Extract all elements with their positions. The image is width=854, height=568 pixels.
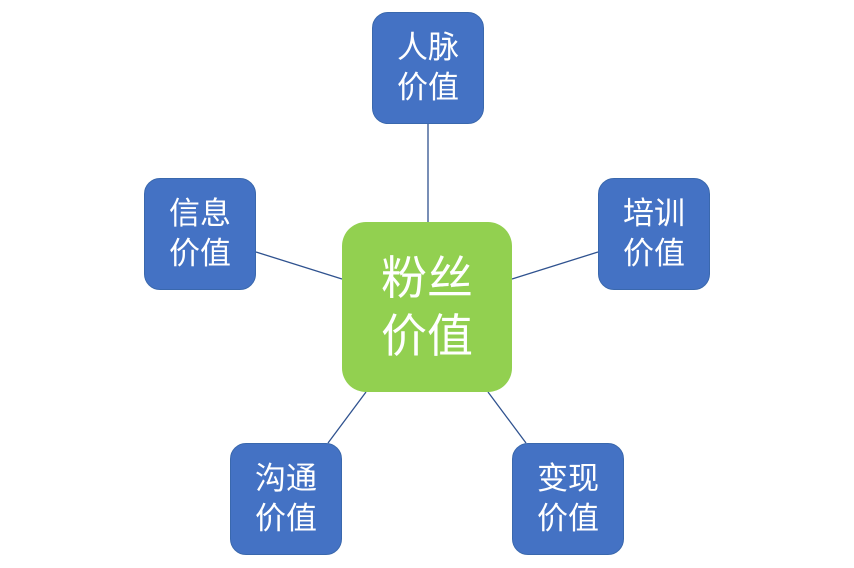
node-label-line1: 培训: [623, 196, 685, 232]
node-label-line2: 价值: [255, 501, 317, 537]
node-label-line2: 价值: [397, 70, 459, 106]
node-bianxian-value: 变现 价值: [512, 443, 624, 555]
node-label-line1: 变现: [537, 461, 599, 497]
connector-bottom-right: [487, 391, 527, 444]
node-label-line2: 价值: [169, 236, 231, 272]
center-label-line1: 粉丝: [381, 251, 473, 305]
connector-left: [255, 251, 343, 280]
connector-right: [511, 251, 599, 280]
center-label-line2: 价值: [381, 309, 473, 363]
connector-bottom-left: [327, 391, 367, 444]
node-xinxi-value: 信息 价值: [144, 178, 256, 290]
node-label-line1: 人脉: [397, 30, 459, 66]
node-peixun-value: 培训 价值: [598, 178, 710, 290]
node-label-line2: 价值: [623, 236, 685, 272]
node-label-line1: 沟通: [255, 461, 317, 497]
node-label-line1: 信息: [169, 196, 231, 232]
node-goutong-value: 沟通 价值: [230, 443, 342, 555]
node-renmai-value: 人脉 价值: [372, 12, 484, 124]
node-label-line2: 价值: [537, 501, 599, 537]
center-node-fans-value: 粉丝 价值: [342, 222, 512, 392]
